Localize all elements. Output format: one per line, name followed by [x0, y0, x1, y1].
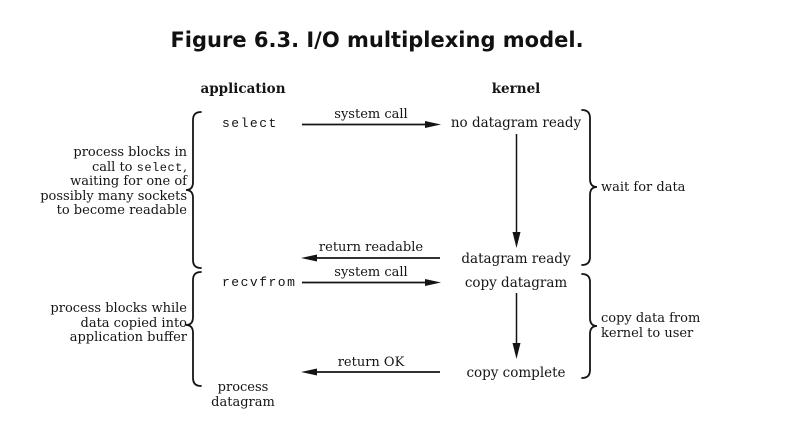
- left-brace-select-block: [185, 111, 202, 269]
- annotation-select-line2: call to select,: [17, 159, 187, 176]
- annotation-copy-line3: application buffer: [69, 330, 187, 345]
- system-call-2-arrowhead-icon: [425, 279, 441, 286]
- left-brace-copy-block: [185, 271, 202, 387]
- label-system-call-2: system call: [334, 265, 408, 280]
- column-header-kernel: kernel: [491, 81, 541, 97]
- annotation-wait-for-data: wait for data: [601, 180, 686, 195]
- figure-title: Figure 6.3. I/O multiplexing model.: [170, 28, 584, 52]
- annotation-copy-block: process blocks while data copied into ap…: [17, 301, 188, 346]
- process-datagram-line1: process: [217, 380, 269, 395]
- annotation-copy-data: copy data from kernel to user: [601, 311, 721, 341]
- label-return-ok: return OK: [337, 355, 405, 370]
- annotation-select-line1: process blocks in: [73, 145, 187, 160]
- annotation-select-block: process blocks in call to select, waitin…: [17, 145, 187, 219]
- annotation-select-line2-pre: call to: [91, 159, 137, 175]
- copy-arrowhead-icon: [512, 343, 521, 359]
- right-brace-copy-data: [581, 273, 598, 379]
- annotation-copy-line2: data copied into: [80, 315, 188, 331]
- system-call-1-arrowhead-icon: [425, 121, 441, 128]
- label-system-call-1: system call: [334, 107, 408, 122]
- annotation-select-line2-post: ,: [182, 159, 187, 175]
- return-readable-arrowhead-icon: [301, 254, 317, 262]
- annotation-select-line2-code: select: [136, 160, 183, 175]
- annotation-select-line4: possibly many sockets: [40, 188, 187, 204]
- step-select: select: [222, 116, 278, 131]
- annotation-select-line5: to become readable: [56, 203, 187, 218]
- step-recvfrom: recvfrom: [222, 275, 297, 290]
- step-process-datagram: process datagram: [193, 380, 293, 410]
- right-brace-wait-for-data: [581, 109, 598, 266]
- state-copy-complete: copy complete: [466, 365, 566, 381]
- label-return-readable: return readable: [318, 240, 424, 255]
- annotation-select-line3: waiting for one of: [70, 174, 187, 189]
- annotation-copy-data-line2: kernel to user: [601, 325, 694, 341]
- annotation-copy-line1: process blocks while: [50, 301, 187, 316]
- state-no-datagram-ready: no datagram ready: [450, 115, 582, 131]
- return-ok-arrowhead-icon: [301, 368, 317, 376]
- state-copy-datagram: copy datagram: [464, 275, 568, 291]
- column-header-application: application: [200, 81, 286, 97]
- state-datagram-ready: datagram ready: [461, 251, 571, 267]
- wait-arrowhead-icon: [512, 232, 521, 248]
- annotation-copy-data-line1: copy data from: [601, 311, 701, 326]
- process-datagram-line2: datagram: [211, 394, 275, 410]
